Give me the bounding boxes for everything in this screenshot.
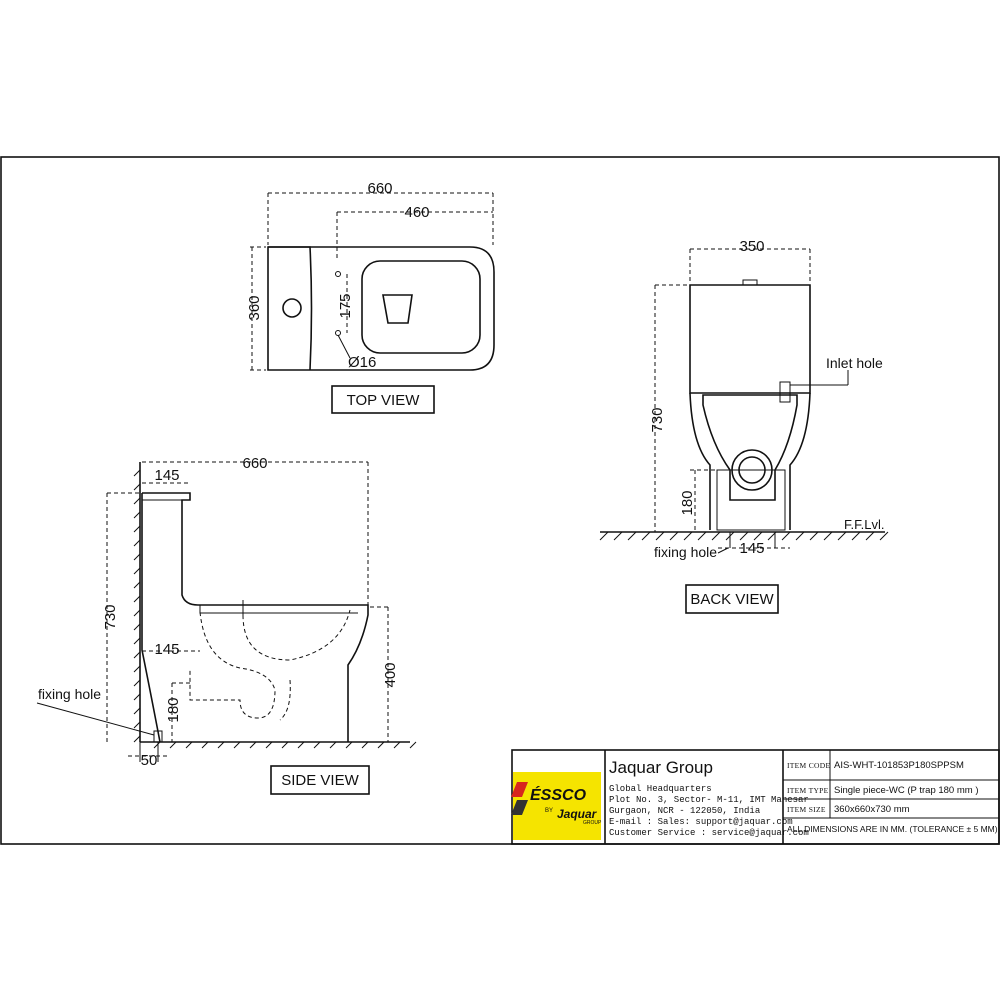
top-view-label: TOP VIEW bbox=[347, 392, 421, 409]
back-dim-350: 350 bbox=[739, 238, 764, 255]
top-tank bbox=[268, 246, 313, 371]
top-view-label-box bbox=[331, 385, 435, 414]
svg-text:Jaquar: Jaquar bbox=[557, 807, 598, 821]
address-line-3: E-mail : Sales: support@jaquar.com bbox=[609, 817, 793, 827]
back-fixing-label: fixing hole bbox=[654, 544, 717, 560]
flush-button bbox=[282, 298, 302, 318]
top-bowl bbox=[361, 260, 481, 354]
essco-logo: ÉSSCO BY Jaquar GROUP bbox=[511, 772, 602, 840]
side-view-label-box bbox=[270, 765, 370, 795]
top-dim-360: 360 bbox=[246, 295, 263, 320]
back-view-label: BACK VIEW bbox=[690, 591, 774, 608]
side-dim-145-mid: 145 bbox=[154, 641, 179, 658]
sheet-border bbox=[0, 156, 1000, 845]
side-body bbox=[141, 492, 369, 743]
back-tank bbox=[689, 284, 811, 394]
company-name: Jaquar Group bbox=[609, 758, 713, 777]
top-dim-175: 175 bbox=[337, 293, 354, 318]
top-outline bbox=[267, 246, 495, 371]
address-line-4: Customer Service : service@jaquar.com bbox=[609, 828, 809, 838]
item-size-value: 360x660x730 mm bbox=[834, 804, 910, 815]
item-code-value: AIS-WHT-101853P180SPPSM bbox=[834, 760, 964, 771]
inlet-label: Inlet hole bbox=[826, 355, 883, 371]
address-line-2: Gurgaon, NCR - 122050, India bbox=[609, 806, 761, 816]
top-outlet bbox=[382, 294, 413, 324]
address-line-1: Plot No. 3, Sector- M-11, IMT Manesar bbox=[609, 795, 809, 805]
side-fixing-label: fixing hole bbox=[38, 686, 101, 702]
top-view: 660 460 360 175 Ø16 TOP VIEW bbox=[246, 180, 495, 414]
svg-text:ÉSSCO: ÉSSCO bbox=[530, 785, 587, 804]
dimension-note: ALL DIMENSIONS ARE IN MM. (TOLERANCE ± 5… bbox=[787, 824, 998, 834]
back-dim-145: 145 bbox=[739, 540, 764, 557]
side-dim-660: 660 bbox=[242, 455, 267, 472]
side-dim-50: 50 bbox=[141, 752, 158, 769]
back-body bbox=[689, 392, 811, 530]
svg-text:GROUP: GROUP bbox=[583, 820, 602, 826]
item-code-key: ITEM CODE bbox=[787, 761, 830, 770]
fixing-hole-2 bbox=[335, 330, 341, 336]
item-size-key: ITEM SIZE bbox=[787, 805, 826, 814]
side-dim-180: 180 bbox=[165, 697, 182, 722]
back-dim-180: 180 bbox=[679, 490, 696, 515]
inlet-hole bbox=[779, 381, 791, 403]
fixing-hole-1 bbox=[335, 271, 341, 277]
title-block: ÉSSCO BY Jaquar GROUP Jaquar Group Globa… bbox=[511, 749, 1000, 845]
address-line-0: Global Headquarters bbox=[609, 784, 712, 794]
item-type-key: ITEM TYPE bbox=[787, 786, 829, 795]
side-view-label: SIDE VIEW bbox=[281, 772, 359, 789]
back-view: 350 Inlet hole 730 180 bbox=[599, 238, 889, 614]
svg-text:BY: BY bbox=[545, 808, 553, 814]
top-dim-460: 460 bbox=[404, 204, 429, 221]
side-dim-730: 730 bbox=[102, 604, 119, 629]
side-view: 145 660 730 145 400 180 fixing hole 50 S… bbox=[36, 455, 417, 795]
top-dim-660: 660 bbox=[367, 180, 392, 197]
back-dim-730: 730 bbox=[649, 407, 666, 432]
floor-level-label: F.F.Lvl. bbox=[844, 517, 884, 532]
top-dim-hole: Ø16 bbox=[348, 354, 376, 371]
side-dim-145-top: 145 bbox=[154, 467, 179, 484]
side-dim-400: 400 bbox=[382, 662, 399, 687]
back-view-label-box bbox=[685, 584, 779, 614]
item-type-value: Single piece-WC (P trap 180 mm ) bbox=[834, 785, 979, 796]
